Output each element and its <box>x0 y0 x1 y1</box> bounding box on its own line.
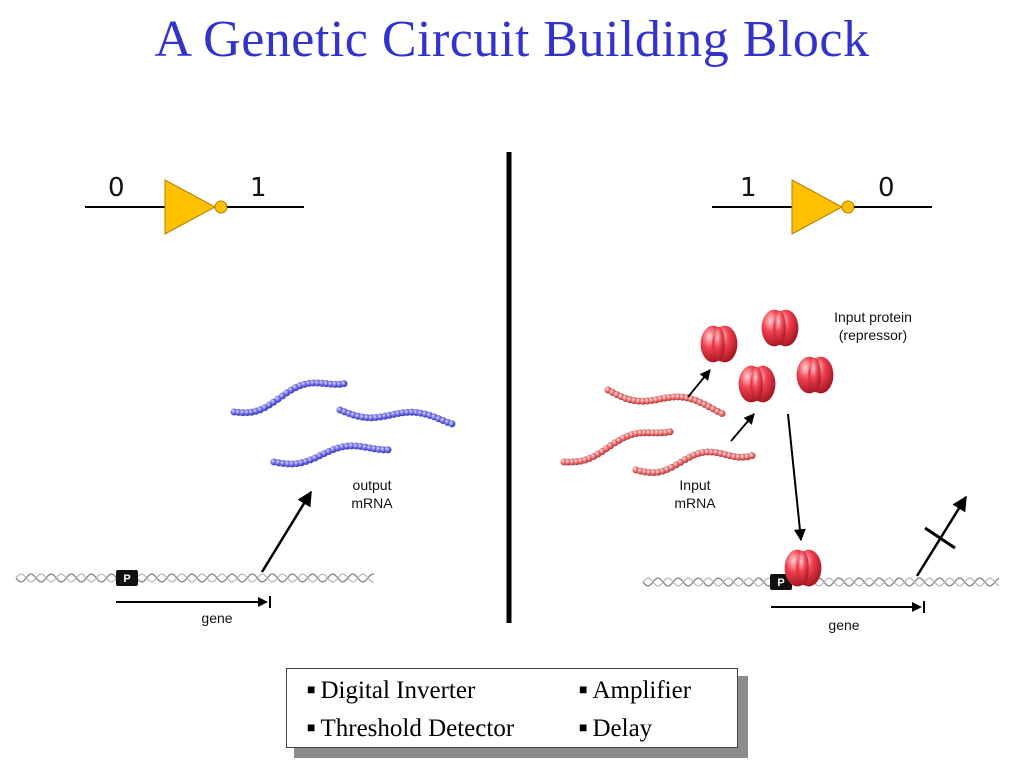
repressor-binding-arrow <box>787 413 806 542</box>
input-mrna-label-line1: Input <box>679 477 710 493</box>
legend-item-label: Delay <box>592 715 653 742</box>
function-legend: ■ Digital Inverter ■ Amplifier ■ Threshold … <box>286 668 738 748</box>
input-mrna-strands <box>560 386 756 477</box>
left-dna-helix <box>15 573 374 583</box>
repressor-protein <box>784 549 822 587</box>
right-inverter-gate: 1 0 <box>712 173 932 235</box>
output-mrna-strand <box>230 379 348 417</box>
left-promoter-label: P <box>123 573 130 585</box>
output-mrna-strand <box>336 406 456 428</box>
input-mrna-label-line2: mRNA <box>674 495 716 511</box>
repressor-protein <box>700 325 738 363</box>
repressor-protein <box>738 365 776 403</box>
left-gate-output-value: 1 <box>250 173 267 203</box>
right-gate-output-value: 0 <box>878 173 895 203</box>
translation-arrow-1 <box>687 369 711 398</box>
legend-bullet: ■ <box>579 683 588 698</box>
right-promoter-box: P <box>770 574 792 590</box>
blocked-transcription-arrow <box>915 495 968 577</box>
legend-item-threshold-detector: ■ Threshold Detector <box>307 715 514 743</box>
legend-bullet: ■ <box>579 721 588 736</box>
input-mrna-strand <box>632 448 756 477</box>
transcription-arrow <box>260 490 313 573</box>
right-gene-label: gene <box>828 617 859 633</box>
translation-arrow-2 <box>730 413 755 442</box>
output-mrna-label-line2: mRNA <box>351 495 393 511</box>
right-gene-arrow <box>771 601 925 613</box>
repressor-protein <box>761 309 799 347</box>
input-protein-label-line2: (repressor) <box>839 327 907 343</box>
repressor-protein <box>796 356 834 394</box>
left-inverter-gate: 0 1 <box>85 173 304 235</box>
right-promoter-label: P <box>777 577 784 589</box>
input-mrna-strand <box>604 386 726 418</box>
legend-item-label: Digital Inverter <box>320 677 476 704</box>
right-dna-helix <box>642 577 1000 587</box>
slide-title: A Genetic Circuit Building Block <box>154 11 870 68</box>
legend-bullet: ■ <box>307 683 316 698</box>
left-gene-label: gene <box>201 610 232 626</box>
output-mrna-label-line1: output <box>353 477 392 493</box>
repressor-proteins <box>700 309 834 403</box>
left-gate-input-value: 0 <box>108 173 125 203</box>
legend-bullet: ■ <box>307 721 316 736</box>
left-promoter-box: P <box>116 570 138 586</box>
left-gene-arrow <box>116 596 271 608</box>
bound-repressor-protein <box>784 549 822 587</box>
input-protein-label-line1: Input protein <box>834 309 912 325</box>
legend-item-amplifier: ■ Amplifier <box>579 677 691 705</box>
legend-item-label: Threshold Detector <box>320 715 515 742</box>
right-gate-input-value: 1 <box>740 173 757 203</box>
legend-item-delay: ■ Delay <box>579 715 652 743</box>
legend-item-digital-inverter: ■ Digital Inverter <box>307 677 475 705</box>
output-mrna-strand <box>270 442 392 468</box>
input-mrna-strand <box>560 428 674 466</box>
legend-item-label: Amplifier <box>592 677 692 704</box>
output-mrna-strands <box>230 379 456 468</box>
